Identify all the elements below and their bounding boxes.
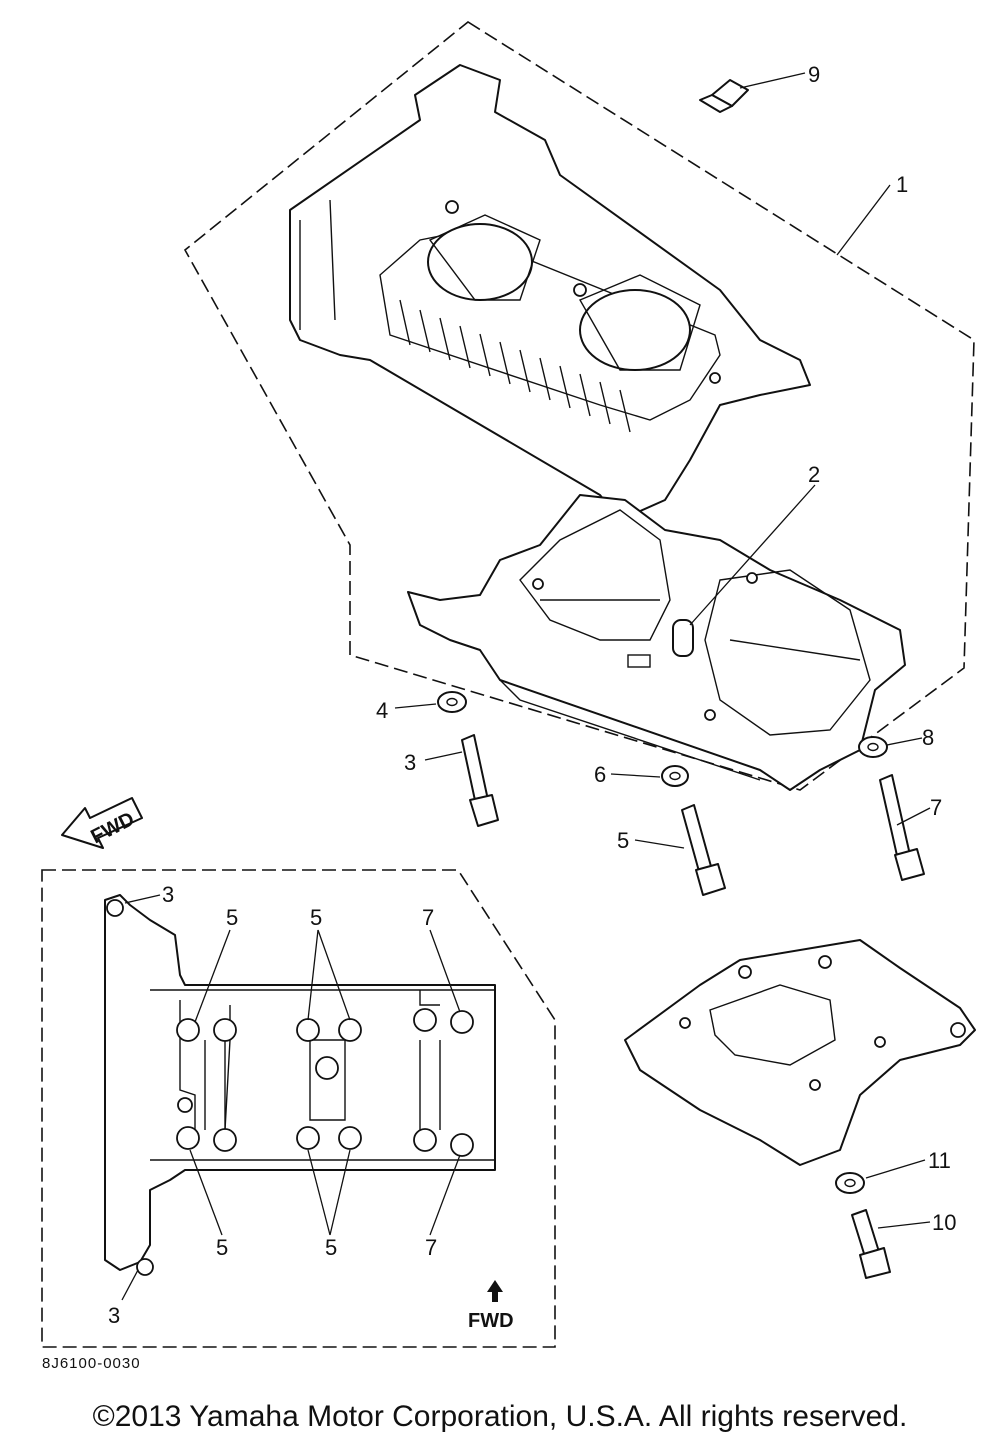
callout-10: 10 bbox=[932, 1210, 956, 1235]
drawing-code: 8J6100-0030 bbox=[42, 1355, 141, 1372]
callout-11: 11 bbox=[928, 1148, 951, 1173]
copyright-notice: ©2013 Yamaha Motor Corporation, U.S.A. A… bbox=[92, 1400, 908, 1433]
callout-5: 5 bbox=[617, 828, 629, 853]
detail-callout-3-top: 3 bbox=[162, 882, 174, 907]
callout-2: 2 bbox=[808, 462, 820, 487]
callout-6: 6 bbox=[594, 762, 606, 787]
crankcase-bottom-view bbox=[104, 894, 496, 1276]
parts-diagram: 1 2 3 4 5 6 7 8 9 10 11 FWD bbox=[41, 21, 976, 1372]
bracket-plate bbox=[624, 939, 976, 1166]
callout-7: 7 bbox=[930, 795, 942, 820]
dowel-pin bbox=[672, 619, 694, 657]
callout-3: 3 bbox=[404, 750, 416, 775]
detail-callout-7-top: 7 bbox=[422, 905, 434, 930]
lower-crankcase bbox=[407, 494, 906, 791]
detail-callout-5-bottom-center: 5 bbox=[325, 1235, 337, 1260]
callout-1: 1 bbox=[896, 172, 908, 197]
bolt-7 bbox=[879, 774, 925, 881]
detail-callout-5-bottom-left: 5 bbox=[216, 1235, 228, 1260]
bolt-10 bbox=[851, 1209, 891, 1279]
fwd-direction-indicator: FWD bbox=[61, 797, 143, 849]
washer-8 bbox=[858, 736, 888, 758]
callout-9: 9 bbox=[808, 62, 820, 87]
detail-callout-7-bottom: 7 bbox=[425, 1235, 437, 1260]
detail-view-boundary bbox=[41, 869, 556, 1348]
upper-crankcase bbox=[289, 64, 811, 521]
assembly-boundary bbox=[183, 21, 975, 791]
washer-6 bbox=[661, 765, 689, 787]
fwd-label: FWD bbox=[468, 1310, 514, 1332]
callout-8: 8 bbox=[922, 725, 934, 750]
callout-4: 4 bbox=[376, 698, 388, 723]
washer-11 bbox=[835, 1172, 865, 1194]
plug-part bbox=[699, 79, 749, 113]
detail-callout-5-top-center: 5 bbox=[310, 905, 322, 930]
detail-callout-3-bottom: 3 bbox=[108, 1303, 120, 1328]
bolt-5 bbox=[681, 804, 726, 896]
fwd-up-arrow bbox=[487, 1280, 503, 1302]
washer-4 bbox=[437, 691, 467, 713]
bolt-3 bbox=[461, 734, 499, 827]
detail-leader-lines bbox=[121, 894, 461, 1301]
detail-callout-5-top-left: 5 bbox=[226, 905, 238, 930]
leader-lines bbox=[394, 72, 931, 1229]
